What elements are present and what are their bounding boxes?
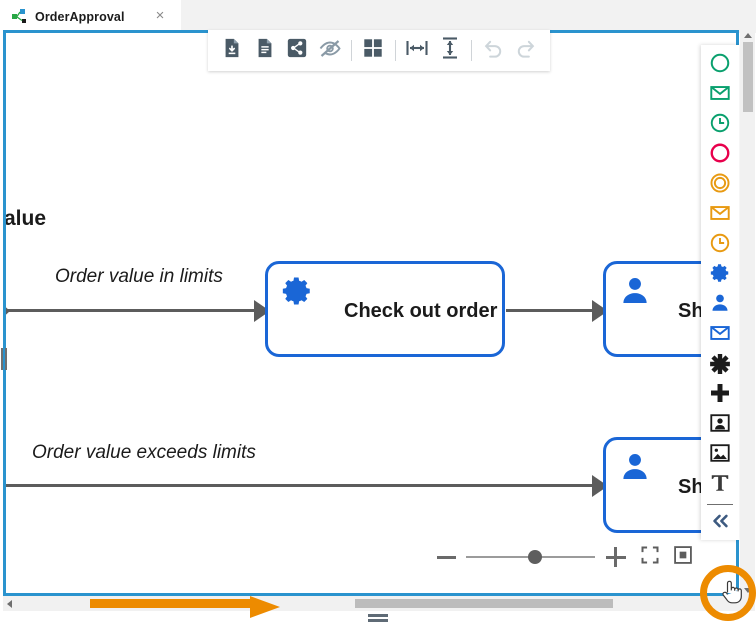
palette-item-timer-start-event[interactable] (703, 110, 737, 140)
annotation-arrow (90, 596, 280, 618)
circle-outline-icon (709, 142, 731, 169)
zoom-out-button[interactable] (437, 555, 457, 559)
distribute-horizontal-button[interactable] (401, 34, 434, 68)
palette-item-participant[interactable] (703, 410, 737, 440)
share-button[interactable] (281, 34, 314, 68)
palette-item-gateway[interactable] (703, 350, 737, 380)
person-icon (709, 292, 731, 319)
new-document-button[interactable] (249, 34, 282, 68)
redo-button[interactable] (509, 34, 542, 68)
node-label: Check out order (344, 300, 498, 322)
arrows-vertical-icon (438, 36, 462, 65)
actual-size-button[interactable] (666, 540, 699, 574)
vertical-scrollbar[interactable] (740, 30, 755, 596)
edge-label-exceeds-limits: Order value exceeds limits (32, 442, 256, 463)
annotation-circle (700, 565, 756, 621)
envelope-icon (709, 82, 731, 109)
gear-icon (280, 274, 314, 308)
burst-star-icon (709, 352, 731, 379)
palette-item-user-task[interactable] (703, 290, 737, 320)
close-icon[interactable]: × (155, 7, 165, 24)
edge-label-in-limits: Order value in limits (55, 266, 223, 287)
node-check-out-order[interactable]: Check out order (265, 261, 505, 357)
vertical-scrollbar-thumb[interactable] (743, 42, 753, 112)
diagram-toolbar (208, 30, 550, 71)
tab-order-approval[interactable]: OrderApproval × (0, 0, 181, 33)
redo-arrow-icon (514, 37, 537, 65)
palette-item-text-annotation[interactable] (703, 470, 737, 500)
diagram-canvas-inner: alue Order value in limits Order value e… (6, 33, 736, 593)
chevron-double-left-icon (709, 510, 731, 537)
shape-palette (701, 45, 739, 540)
grid-squares-icon (362, 37, 384, 64)
zoom-in-button[interactable] (605, 547, 627, 567)
palette-item-message-start-event[interactable] (703, 80, 737, 110)
fit-screen-icon (640, 545, 660, 570)
diagram-title-fragment: alue (6, 207, 47, 230)
image-icon (709, 442, 731, 469)
square-in-square-icon (673, 545, 693, 570)
gear-icon (709, 262, 731, 289)
hide-button[interactable] (314, 34, 347, 68)
person-icon (618, 274, 652, 308)
plus-cross-icon (709, 382, 731, 409)
node-label: Sh (678, 476, 704, 498)
arrows-horizontal-icon (405, 36, 429, 65)
clock-icon (709, 232, 731, 259)
palette-separator (707, 504, 733, 505)
undo-button[interactable] (477, 34, 510, 68)
layout-grid-button[interactable] (357, 34, 390, 68)
undo-arrow-icon (482, 37, 505, 65)
document-lines-icon (254, 37, 276, 64)
palette-item-intermediate-event[interactable] (703, 170, 737, 200)
left-panel-collapse-handle[interactable] (0, 348, 8, 370)
palette-item-message-event[interactable] (703, 200, 737, 230)
person-icon (618, 450, 652, 484)
scroll-left-icon[interactable] (7, 600, 12, 608)
zoom-slider-handle[interactable] (528, 550, 543, 564)
eye-slash-icon (318, 36, 342, 65)
palette-item-service-task[interactable] (703, 260, 737, 290)
diagram-canvas[interactable]: alue Order value in limits Order value e… (3, 30, 739, 596)
mouse-cursor-pointer (721, 578, 743, 608)
envelope-boxed-icon (709, 322, 731, 349)
document-download-icon (221, 37, 243, 64)
scroll-up-icon[interactable] (744, 33, 752, 38)
zoom-controls (437, 543, 699, 571)
panel-resize-handle[interactable] (368, 614, 388, 622)
palette-item-inclusive-gateway[interactable] (703, 380, 737, 410)
toolbar-separator (351, 40, 353, 61)
toolbar-separator (394, 40, 396, 61)
toolbar-separator (470, 40, 472, 61)
tab-bar: OrderApproval × (0, 0, 756, 33)
edge-line-check-to-ship[interactable] (506, 309, 596, 312)
text-t-icon (709, 472, 731, 499)
horizontal-scrollbar-thumb[interactable] (355, 599, 613, 608)
save-document-button[interactable] (216, 34, 249, 68)
distribute-vertical-button[interactable] (433, 34, 466, 68)
palette-collapse-button[interactable] (703, 508, 737, 538)
palette-item-image[interactable] (703, 440, 737, 470)
clock-icon (709, 112, 731, 139)
palette-item-send-task[interactable] (703, 320, 737, 350)
zoom-slider[interactable] (466, 550, 595, 564)
palette-item-end-event[interactable] (703, 140, 737, 170)
circle-outline-icon (709, 52, 731, 79)
edge-line-exceeds-limits[interactable] (6, 484, 596, 487)
fit-to-screen-button[interactable] (633, 540, 666, 574)
palette-item-start-event[interactable] (703, 50, 737, 80)
person-frame-icon (709, 412, 731, 439)
circle-double-icon (709, 172, 731, 199)
edge-line-in-limits[interactable] (6, 309, 258, 312)
diagram-nodes-icon (12, 8, 28, 25)
tab-label: OrderApproval (35, 9, 125, 24)
palette-item-timer-event[interactable] (703, 230, 737, 260)
share-nodes-icon (286, 37, 308, 64)
envelope-icon (709, 202, 731, 229)
